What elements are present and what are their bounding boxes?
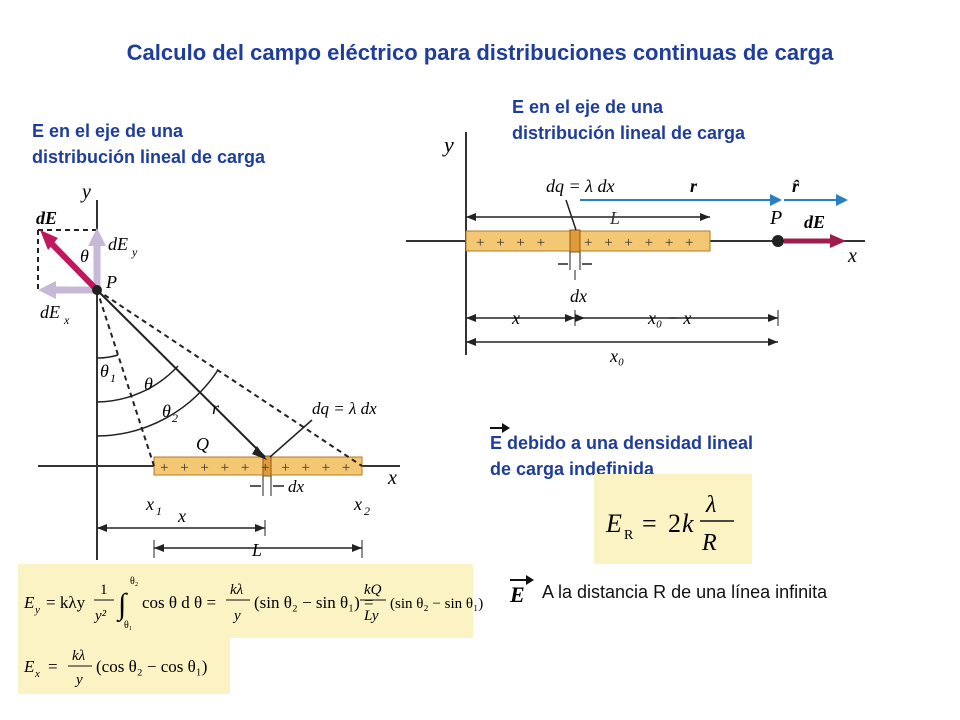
right-x-dim: x bbox=[511, 308, 520, 328]
left-x-dim: x bbox=[177, 506, 186, 526]
right-dE-label: dE bbox=[804, 212, 825, 232]
svg-text:λ: λ bbox=[705, 492, 716, 518]
left-x-label: x bbox=[387, 467, 397, 489]
left-rod-charges: + + + + + + + + + + bbox=[160, 460, 354, 476]
left-x1-label: x bbox=[145, 494, 154, 514]
left-dEy-label: dE bbox=[108, 234, 128, 254]
left-theta2: θ bbox=[162, 401, 171, 421]
svg-text:E: E bbox=[605, 509, 622, 538]
right-heading: E en el eje de una distribución lineal d… bbox=[512, 94, 745, 146]
left-L-dim: L bbox=[251, 540, 262, 560]
right-rod-element bbox=[569, 229, 581, 253]
right-dx-label: dx bbox=[570, 286, 587, 306]
left-P-label: P bbox=[105, 272, 117, 292]
svg-text:2: 2 bbox=[668, 509, 681, 538]
svg-text:E: E bbox=[23, 657, 35, 676]
svg-text:θ₁: θ₁ bbox=[124, 620, 132, 631]
svg-text:x: x bbox=[34, 668, 40, 680]
left-rod-element bbox=[262, 455, 272, 477]
left-dEx-label: dE bbox=[40, 302, 60, 322]
svg-text:(cos θ₂ − cos θ₁): (cos θ₂ − cos θ₁) bbox=[96, 657, 207, 676]
svg-text:y²: y² bbox=[93, 608, 107, 624]
svg-text:Ly: Ly bbox=[363, 608, 379, 624]
ey-equation: E y = kλy 1 y² ∫ θ₂ θ₁ cos θ d θ = kλ y … bbox=[23, 576, 483, 631]
svg-text:θ₂: θ₂ bbox=[130, 576, 138, 587]
er-equation: E R = 2 k λ R bbox=[605, 492, 734, 556]
left-theta1: θ bbox=[100, 361, 109, 381]
right-y-label: y bbox=[442, 132, 454, 157]
left-dE-arrow bbox=[47, 239, 100, 293]
right-r-label: r bbox=[690, 176, 698, 196]
left-y-label: y bbox=[80, 181, 91, 203]
left-dE-label: dE bbox=[36, 208, 57, 228]
left-point-P bbox=[92, 285, 102, 295]
svg-text:=: = bbox=[642, 509, 657, 538]
right-x-label: x bbox=[847, 245, 857, 267]
left-dq-label: dq = λ dx bbox=[312, 399, 377, 418]
right-rod-charges-right: + + + + + + bbox=[584, 235, 698, 251]
svg-text:kQ: kQ bbox=[364, 582, 382, 598]
svg-text:kλ: kλ bbox=[230, 582, 244, 598]
right-heading-line2: distribución lineal de carga bbox=[512, 123, 746, 143]
svg-text:2: 2 bbox=[172, 411, 178, 425]
E-vector-icon: E bbox=[509, 575, 534, 607]
svg-text:R: R bbox=[624, 528, 634, 543]
svg-text:R: R bbox=[701, 530, 717, 556]
svg-text:1: 1 bbox=[110, 371, 116, 385]
left-heading: E en el eje de una distribución lineal d… bbox=[32, 118, 265, 170]
right-x0-minus-x: x₀ − x bbox=[647, 308, 691, 328]
svg-text:∫: ∫ bbox=[116, 588, 128, 623]
left-theta-top: θ bbox=[80, 246, 89, 266]
left-dx-label: dx bbox=[288, 477, 305, 496]
left-x2-label: x bbox=[353, 494, 362, 514]
svg-text:y: y bbox=[74, 672, 83, 688]
infinite-caption: A la distancia R de una línea infinita bbox=[542, 582, 828, 602]
left-r-label: r bbox=[212, 398, 220, 418]
svg-text:y: y bbox=[232, 608, 241, 624]
right-diagram: y x + + + + + + + + + + dq = λ dx r r̂ L… bbox=[406, 132, 865, 366]
svg-text:2: 2 bbox=[364, 504, 370, 518]
right-P-label: P bbox=[769, 207, 782, 229]
right-heading-line1: E en el eje de una bbox=[512, 97, 664, 117]
svg-text:E: E bbox=[23, 593, 35, 612]
svg-text:1: 1 bbox=[156, 504, 162, 518]
right-x0-dim: x₀ bbox=[609, 346, 624, 366]
svg-text:y: y bbox=[34, 604, 40, 616]
svg-text:cos θ d θ =: cos θ d θ = bbox=[142, 593, 216, 612]
svg-text:k: k bbox=[682, 509, 694, 538]
svg-text:=: = bbox=[48, 657, 58, 676]
right-point-P bbox=[772, 235, 784, 247]
svg-text:(sin θ₂ − sin θ₁) =: (sin θ₂ − sin θ₁) = bbox=[254, 593, 374, 612]
right-rhat-label: r̂ bbox=[792, 176, 800, 196]
ey-equation-box: E y = kλy 1 y² ∫ θ₂ θ₁ cos θ d θ = kλ y … bbox=[18, 564, 483, 638]
svg-text:(sin θ₂ − sin θ₁): (sin θ₂ − sin θ₁) bbox=[390, 596, 483, 612]
left-theta: θ bbox=[144, 374, 153, 394]
ex-equation: E x = kλ y (cos θ₂ − cos θ₁) bbox=[23, 648, 207, 688]
left-heading-line1: E en el eje de una bbox=[32, 121, 184, 141]
svg-text:1: 1 bbox=[100, 582, 108, 598]
left-diagram: y x + + + + + + + + + + dE dE y dE x θ P… bbox=[36, 181, 400, 560]
vector-arrow-icon bbox=[490, 423, 510, 433]
right-L-label: L bbox=[609, 208, 620, 228]
right-dq-label: dq = λ dx bbox=[546, 176, 614, 196]
er-equation-box: E R = 2 k λ R bbox=[594, 474, 752, 564]
left-heading-line2: distribución lineal de carga bbox=[32, 147, 266, 167]
infinite-heading-line1: E debido a una densidad lineal bbox=[490, 433, 754, 453]
right-rod bbox=[465, 230, 711, 252]
svg-text:kλ: kλ bbox=[72, 648, 86, 664]
svg-text:E: E bbox=[509, 582, 525, 607]
svg-text:= kλy: = kλy bbox=[46, 593, 86, 612]
svg-text:x: x bbox=[63, 313, 70, 327]
page-title: Calculo del campo eléctrico para distrib… bbox=[126, 40, 834, 65]
svg-text:y: y bbox=[131, 245, 138, 259]
left-Q-label: Q bbox=[196, 434, 209, 454]
right-rod-charges-left: + + + + bbox=[476, 235, 549, 251]
ex-equation-box: E x = kλ y (cos θ₂ − cos θ₁) bbox=[18, 638, 230, 694]
